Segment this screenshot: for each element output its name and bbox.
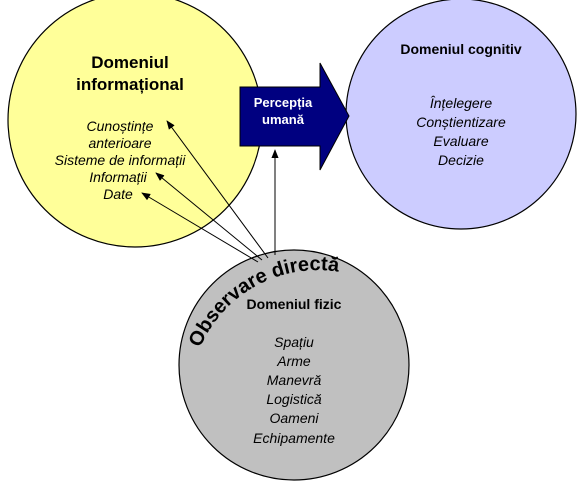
cognitive-item: Conștientizare — [416, 114, 506, 130]
perception-label-line2: umană — [262, 112, 305, 127]
informational-title-line2: informațional — [76, 75, 184, 94]
cognitive-item: Înțelegere — [430, 95, 492, 111]
physical-item: Echipamente — [253, 430, 335, 446]
physical-item: Arme — [276, 353, 311, 369]
arrow-to-knowledge — [166, 120, 269, 259]
physical-item: Logistică — [266, 391, 321, 407]
physical-title: Domeniul fizic — [247, 296, 342, 312]
physical-domain-circle — [178, 249, 410, 481]
informational-item: anterioare — [88, 135, 151, 151]
informational-item: Sisteme de informații — [55, 152, 187, 168]
physical-item: Oameni — [269, 410, 319, 426]
physical-item: Spațiu — [274, 334, 314, 350]
informational-item: Cunoștințe — [87, 118, 154, 134]
informational-title-line1: Domeniul — [91, 53, 168, 72]
perception-arrow — [239, 62, 350, 171]
informational-item: Informații — [89, 169, 147, 185]
arrow-to-information — [155, 172, 263, 261]
cognitive-title: Domeniul cognitiv — [400, 41, 522, 57]
informational-item: Date — [103, 186, 133, 202]
cognitive-item: Evaluare — [433, 133, 488, 149]
arrow-to-data — [141, 192, 259, 263]
physical-item: Manevră — [267, 372, 322, 388]
perception-label-line1: Percepția — [254, 95, 313, 110]
cognitive-item: Decizie — [438, 152, 484, 168]
